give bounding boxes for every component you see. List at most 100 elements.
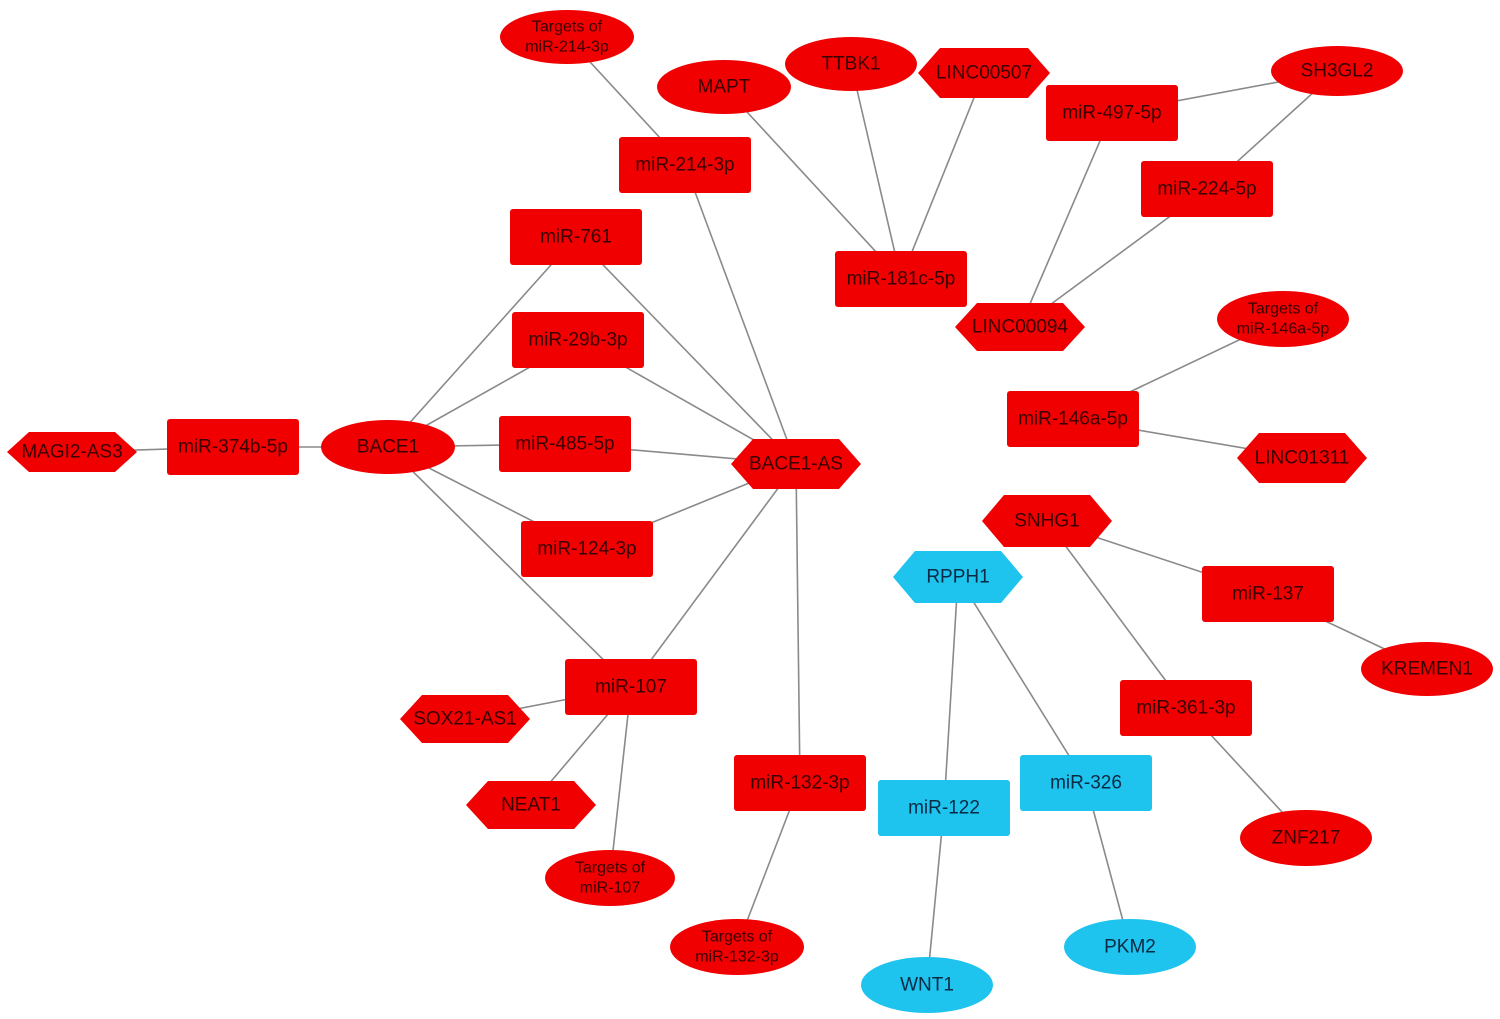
node-mir-132-3p[interactable]: miR-132-3p [734, 755, 866, 811]
node-mir-361-3p[interactable]: miR-361-3p [1120, 680, 1252, 736]
node-label: miR-124-3p [537, 539, 636, 560]
node-mir-761[interactable]: miR-761 [510, 209, 642, 265]
node-kremen1[interactable]: KREMEN1 [1361, 642, 1493, 696]
rect-shape [510, 209, 642, 265]
node-mir-374b-5p[interactable]: miR-374b-5p [167, 419, 299, 475]
node-targets-of-mir-146a-5p[interactable]: Targets of miR-146a-5p [1217, 291, 1349, 347]
rect-shape [512, 312, 644, 368]
node-targets-of-mir-214-3p[interactable]: Targets of miR-214-3p [500, 10, 634, 64]
node-label: Targets of [532, 19, 603, 36]
hexagon-shape [955, 303, 1085, 351]
rect-shape [521, 521, 653, 577]
node-linc00094[interactable]: LINC00094 [955, 303, 1085, 351]
node-mir-497-5p[interactable]: miR-497-5p [1046, 85, 1178, 141]
edge-mir-122-to-wnt1 [926, 807, 945, 986]
node-mir-146a-5p[interactable]: miR-146a-5p [1007, 391, 1139, 447]
node-mir-485-5p[interactable]: miR-485-5p [499, 416, 631, 472]
node-mir-124-3p[interactable]: miR-124-3p [521, 521, 653, 577]
node-label: TTBK1 [821, 54, 880, 75]
node-label: miR-761 [540, 227, 612, 248]
node-mir-137[interactable]: miR-137 [1202, 566, 1334, 622]
rect-shape [1046, 85, 1178, 141]
ellipse-shape [1271, 46, 1403, 96]
node-mir-122[interactable]: miR-122 [878, 780, 1010, 836]
hexagon-shape [1237, 433, 1367, 483]
edge-linc00507-to-mir-181c-5p [900, 72, 985, 280]
edge-mir-497-5p-to-linc00094 [1019, 112, 1113, 328]
node-bace1[interactable]: BACE1 [321, 420, 455, 474]
node-mir-214-3p[interactable]: miR-214-3p [619, 137, 751, 193]
rect-shape [1141, 161, 1273, 217]
node-wnt1[interactable]: WNT1 [861, 957, 993, 1013]
node-label: miR-326 [1050, 773, 1122, 794]
node-mir-107[interactable]: miR-107 [565, 659, 697, 715]
node-label: miR-374b-5p [178, 437, 288, 458]
node-label: miR-132-3p [695, 949, 779, 966]
node-mir-326[interactable]: miR-326 [1020, 755, 1152, 811]
edge-mir-761-to-bace1-as [575, 236, 797, 465]
node-label: MAGI2-AS3 [21, 442, 122, 463]
node-magi2-as3[interactable]: MAGI2-AS3 [7, 432, 137, 472]
hexagon-shape [7, 432, 137, 472]
node-label: RPPH1 [926, 567, 989, 588]
node-sox21-as1[interactable]: SOX21-AS1 [400, 695, 530, 743]
node-label: miR-107 [595, 677, 667, 698]
edge-mir-132-3p-to-bace1-as [795, 463, 801, 784]
node-label: Targets of [575, 860, 646, 877]
node-linc01311[interactable]: LINC01311 [1237, 433, 1367, 483]
ellipse-shape [1217, 291, 1349, 347]
node-label: ZNF217 [1272, 828, 1341, 849]
edge-rpph1-to-mir-326 [957, 576, 1087, 784]
node-znf217[interactable]: ZNF217 [1240, 810, 1372, 866]
node-snhg1[interactable]: SNHG1 [982, 495, 1112, 547]
node-label: miR-137 [1232, 584, 1304, 605]
ellipse-shape [861, 957, 993, 1013]
ellipse-shape [545, 850, 675, 906]
node-label: LINC01311 [1255, 448, 1350, 469]
node-bace1-as[interactable]: BACE1-AS [731, 439, 861, 489]
node-label: miR-224-5p [1157, 179, 1256, 200]
rect-shape [835, 251, 967, 307]
edge-mir-107-to-targets-of-mir-107 [609, 686, 632, 879]
ellipse-shape [1361, 642, 1493, 696]
node-linc00507[interactable]: LINC00507 [918, 48, 1050, 98]
node-label: miR-29b-3p [528, 330, 627, 351]
edge-bace1-to-mir-107 [387, 446, 632, 688]
edge-snhg1-to-mir-361-3p [1046, 520, 1187, 709]
edge-rpph1-to-mir-122 [943, 576, 959, 809]
ellipse-shape [657, 60, 791, 114]
ellipse-shape [670, 919, 804, 975]
node-ttbk1[interactable]: TTBK1 [785, 37, 917, 91]
node-label: Targets of [702, 929, 773, 946]
hexagon-shape [982, 495, 1112, 547]
node-pkm2[interactable]: PKM2 [1064, 919, 1196, 975]
ellipse-shape [1064, 919, 1196, 975]
node-mir-29b-3p[interactable]: miR-29b-3p [512, 312, 644, 368]
edge-bace1-to-mir-761 [387, 236, 577, 448]
node-rpph1[interactable]: RPPH1 [893, 551, 1023, 603]
ellipse-shape [785, 37, 917, 91]
node-mir-181c-5p[interactable]: miR-181c-5p [835, 251, 967, 307]
hexagon-shape [731, 439, 861, 489]
node-label: miR-214-3p [525, 39, 609, 56]
node-sh3gl2[interactable]: SH3GL2 [1271, 46, 1403, 96]
hexagon-shape [400, 695, 530, 743]
rect-shape [1020, 755, 1152, 811]
ellipse-shape [1240, 810, 1372, 866]
node-label: WNT1 [900, 975, 954, 996]
node-label: miR-181c-5p [847, 269, 956, 290]
node-mir-224-5p[interactable]: miR-224-5p [1141, 161, 1273, 217]
node-neat1[interactable]: NEAT1 [466, 781, 596, 829]
node-label: SOX21-AS1 [413, 709, 517, 730]
hexagon-shape [918, 48, 1050, 98]
node-label: Targets of [1248, 301, 1319, 318]
edge-mir-214-3p-to-bace1-as [684, 164, 797, 465]
node-label: miR-122 [908, 798, 980, 819]
edge-mapt-to-mir-181c-5p [723, 86, 902, 280]
node-label: NEAT1 [501, 795, 561, 816]
node-mapt[interactable]: MAPT [657, 60, 791, 114]
node-layer: MAGI2-AS3 miR-374b-5p BACE1 miR-761 miR-29b-… [7, 10, 1493, 1013]
node-targets-of-mir-132-3p[interactable]: Targets of miR-132-3p [670, 919, 804, 975]
node-label: miR-146a-5p [1237, 321, 1330, 338]
